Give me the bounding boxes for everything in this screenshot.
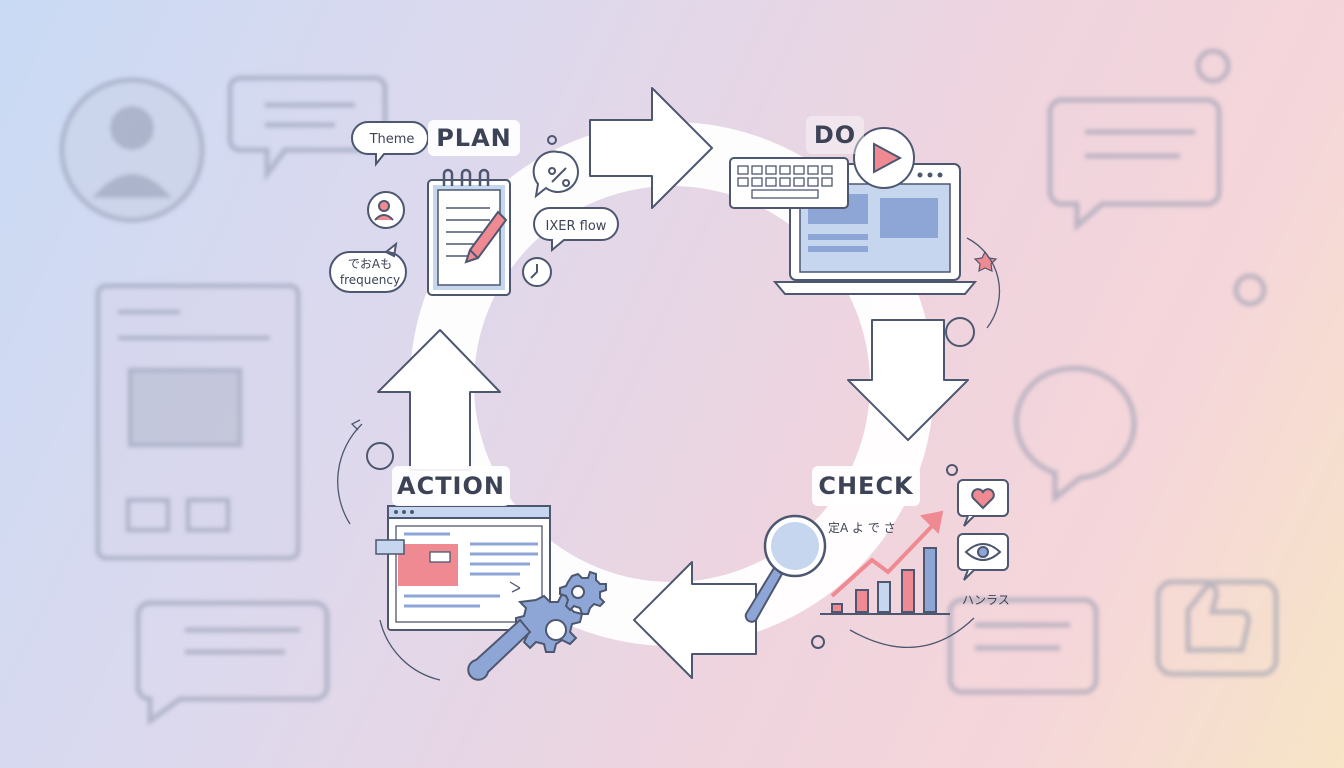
plan-label: PLAN (428, 120, 520, 156)
blurred-thumbs-up-icon (1155, 579, 1279, 677)
magnifier-icon (744, 514, 827, 623)
plan-illustration (427, 168, 511, 296)
blurred-chat-bubble-icon (135, 600, 330, 726)
arrow-do-to-check (847, 319, 969, 441)
blurred-document-icon (95, 283, 301, 561)
pencil-icon (464, 210, 508, 264)
check-note-top: 定A よ で さ (828, 520, 896, 535)
user-flow-bubble (532, 207, 620, 253)
blurred-circle-icon (1233, 273, 1267, 307)
check-note-bottom: ハンラス (962, 593, 1010, 607)
wrench-icon (467, 618, 532, 681)
do-label: DO (806, 116, 864, 154)
arrow-plan-to-do (589, 87, 713, 209)
blurred-chat-bubble-icon (947, 597, 1099, 695)
do-illustration (729, 127, 1001, 347)
user-flow-text: IXER flow (546, 219, 607, 234)
arrow-action-to-plan (377, 329, 501, 471)
action-illustration (337, 419, 607, 681)
arrow-check-to-action (633, 561, 757, 679)
frequency-line1: でおAも (348, 257, 392, 271)
frequency-bubble (328, 241, 408, 293)
frequency-line2: frequency (340, 273, 400, 287)
blurred-chat-bubble-icon (1047, 97, 1222, 232)
blurred-user-icon (59, 77, 205, 223)
check-label: CHECK (812, 466, 920, 506)
heart-bubble-icon (957, 479, 1009, 527)
gears-icon (515, 570, 607, 653)
theme-bubble (350, 121, 430, 167)
plan-bubbles: Theme IXER flow でおAも frequency (328, 121, 620, 293)
bar-chart-icon (820, 510, 950, 615)
blurred-chat-bubble-icon (227, 75, 388, 182)
eye-bubble-icon (957, 533, 1009, 581)
blurred-circle-icon (1195, 48, 1231, 84)
check-illustration (744, 464, 1009, 649)
blurred-chat-bubble-icon (1014, 365, 1137, 504)
action-label: ACTION (392, 466, 510, 506)
theme-text: Theme (369, 132, 415, 147)
